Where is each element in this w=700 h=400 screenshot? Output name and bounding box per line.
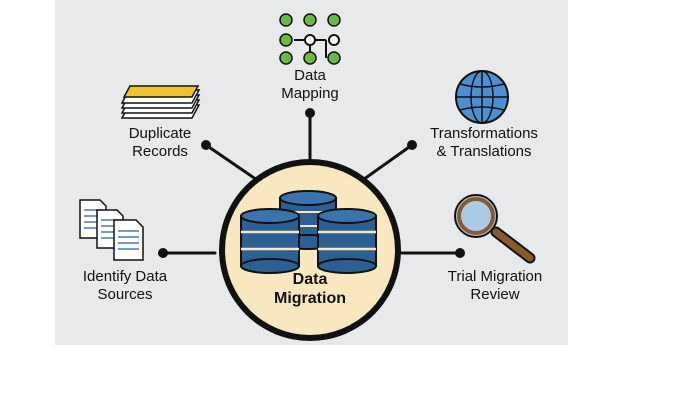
dot-review	[455, 248, 465, 258]
hub-label-line1: Data	[292, 271, 328, 288]
database-icon	[240, 190, 377, 274]
label-duplicate-records-line1: Duplicate	[128, 125, 192, 142]
database-left	[240, 208, 300, 274]
label-identify-sources-line2: Sources	[97, 286, 153, 303]
label-transformations: Transformations & Translations	[404, 125, 564, 161]
label-trial-review: Trial Migration Review	[425, 268, 565, 304]
hub-label: Data Migration	[240, 270, 380, 308]
globe-icon	[455, 70, 509, 124]
label-data-mapping-line2: Mapping	[281, 85, 339, 102]
dot-mapping	[305, 108, 315, 118]
connector-transformations	[358, 143, 414, 184]
database-right	[317, 208, 377, 274]
grid-network-icon	[279, 13, 341, 65]
documents-icon	[79, 199, 144, 261]
label-data-mapping-line1: Data	[294, 67, 326, 84]
label-data-mapping: Data Mapping	[255, 67, 365, 103]
connector-duplicates	[204, 143, 262, 184]
hub-label-line2: Migration	[274, 290, 346, 307]
hub-circle	[225, 165, 395, 335]
connector-dots	[158, 108, 465, 258]
label-duplicate-records: Duplicate Records	[105, 125, 215, 161]
label-trial-review-line2: Review	[470, 286, 520, 303]
label-transformations-line1: Transformations	[430, 125, 538, 142]
magnifier-icon	[454, 194, 536, 264]
label-transformations-line2: & Translations	[436, 143, 532, 160]
connectors	[161, 111, 462, 255]
paper-stack-icon	[120, 85, 201, 119]
dot-duplicates	[201, 140, 211, 150]
label-identify-sources: Identify Data Sources	[65, 268, 185, 304]
label-identify-sources-line1: Identify Data	[82, 268, 168, 285]
label-duplicate-records-line2: Records	[132, 143, 188, 160]
dot-sources	[158, 248, 168, 258]
label-trial-review-line1: Trial Migration	[447, 268, 543, 285]
dot-transformations	[407, 140, 417, 150]
